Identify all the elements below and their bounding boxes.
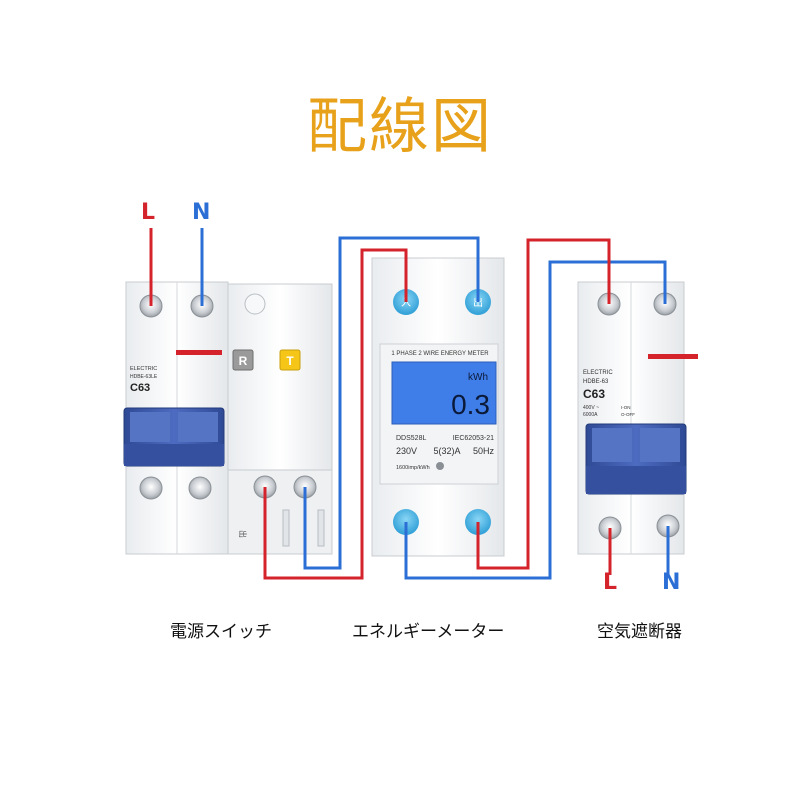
meter-voltage: 230V (396, 446, 417, 456)
power-switch-device: ELECTRIC HDBE-63LE C63 R T 出 (123, 281, 333, 555)
meter-model: DDS528L (396, 435, 426, 442)
lcd-unit: kWh (468, 372, 488, 383)
rating-label: C63 (130, 382, 150, 394)
power-switch-lower-module (227, 469, 333, 555)
brand-label: ELECTRIC (583, 370, 613, 376)
meter-current: 5(32)A (433, 446, 460, 456)
air-breaker-caption: 空気遮断器 (597, 622, 682, 642)
meter-in-label: 入 (401, 298, 411, 309)
meter-out-label: 出 (473, 296, 483, 309)
indicator-window (244, 293, 266, 315)
meter-impulse: 1600imp/kWh (396, 465, 430, 471)
switch-to-meter-live-wire (263, 248, 408, 580)
lcd-screen (391, 361, 497, 425)
rating-label: C63 (583, 387, 605, 401)
switch-to-meter-neutral-wire (303, 236, 480, 570)
meter-to-breaker-live-wire (476, 238, 611, 570)
screw-icon (139, 476, 163, 500)
red-indicator-bar (176, 350, 222, 355)
red-indicator-bar (648, 354, 698, 359)
off-label: O-OFF (621, 412, 635, 417)
reset-button[interactable] (232, 349, 254, 371)
reset-button-label: R (239, 354, 248, 368)
meter-frequency: 50Hz (473, 446, 495, 456)
meter-header: 1 PHASE 2 WIRE ENERGY METER (391, 351, 489, 357)
source-neutral-label: N (192, 200, 211, 225)
load-live-label: L (603, 570, 618, 595)
power-switch-caption: 電源スイッチ (170, 622, 272, 642)
test-button-label: T (286, 354, 294, 368)
pulse-led (436, 462, 444, 470)
energy-meter-device: 入 出 1 PHASE 2 WIRE ENERGY METER kWh 0.3 … (371, 257, 505, 557)
lcd-reading: 0.3 (451, 389, 490, 420)
source-live-label: L (141, 200, 156, 225)
spec-voltage: 400V ~ (583, 405, 599, 411)
diagram-title: 配線図 (307, 92, 493, 162)
brand-label: ELECTRIC (130, 366, 157, 372)
meter-to-breaker-neutral-wire (404, 260, 667, 580)
spec-capacity: 6000A (583, 412, 598, 418)
power-switch-body-right (227, 283, 333, 471)
model-label: HDBE-63 (583, 379, 609, 385)
on-label: I-ON (621, 405, 631, 410)
air-breaker-device: ELECTRIC HDBE-63 C63 400V ~ 6000A I-ON O… (577, 281, 698, 555)
energy-meter-caption: エネルギーメーター (352, 622, 505, 642)
screw-icon (188, 476, 212, 500)
load-neutral-label: N (662, 570, 681, 595)
wiring (149, 228, 670, 580)
meter-standard: IEC62053-21 (453, 435, 494, 442)
model-label: HDBE-63LE (130, 374, 158, 380)
output-label: 出 (238, 530, 248, 538)
test-button[interactable] (279, 349, 301, 371)
